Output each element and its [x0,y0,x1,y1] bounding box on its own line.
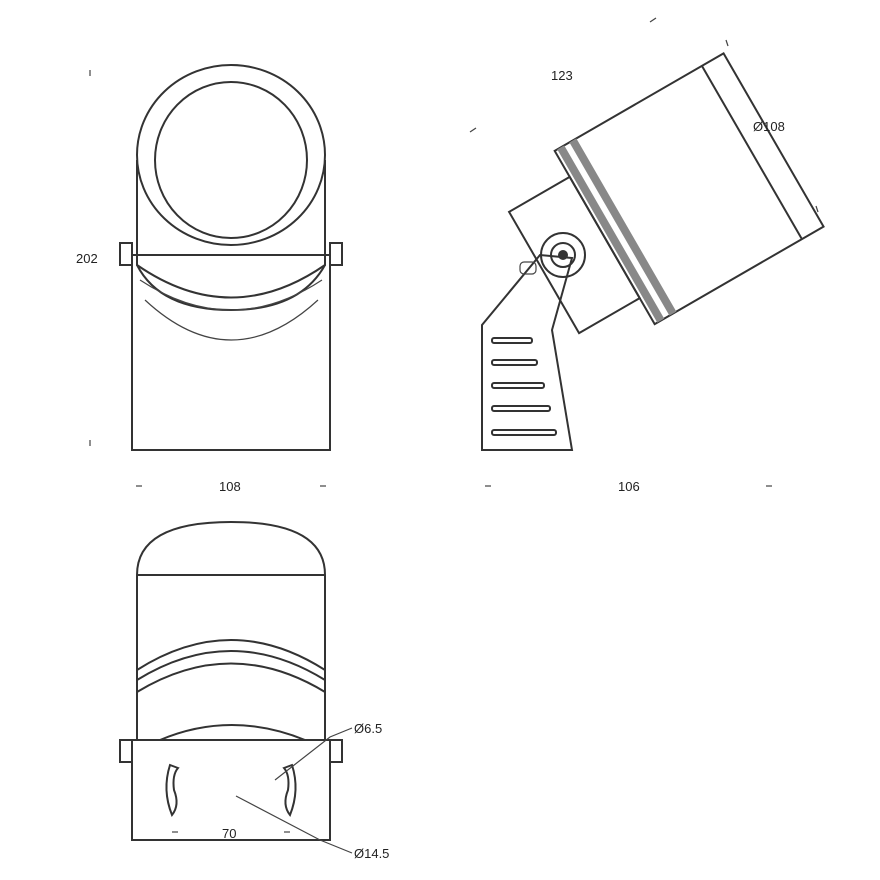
side-view [469,17,825,487]
side-diameter-label: Ø108 [753,119,785,134]
front-height-label: 202 [76,251,98,266]
bottom-view [119,520,353,854]
hole-diameter-label: Ø6.5 [354,721,382,736]
side-length-label: 123 [551,68,573,83]
front-view [89,64,343,487]
front-width-label: 108 [219,479,241,494]
hole-spacing-label: 70 [222,826,236,841]
cable-diameter-label: Ø14.5 [354,846,389,861]
side-base-label: 106 [618,479,640,494]
